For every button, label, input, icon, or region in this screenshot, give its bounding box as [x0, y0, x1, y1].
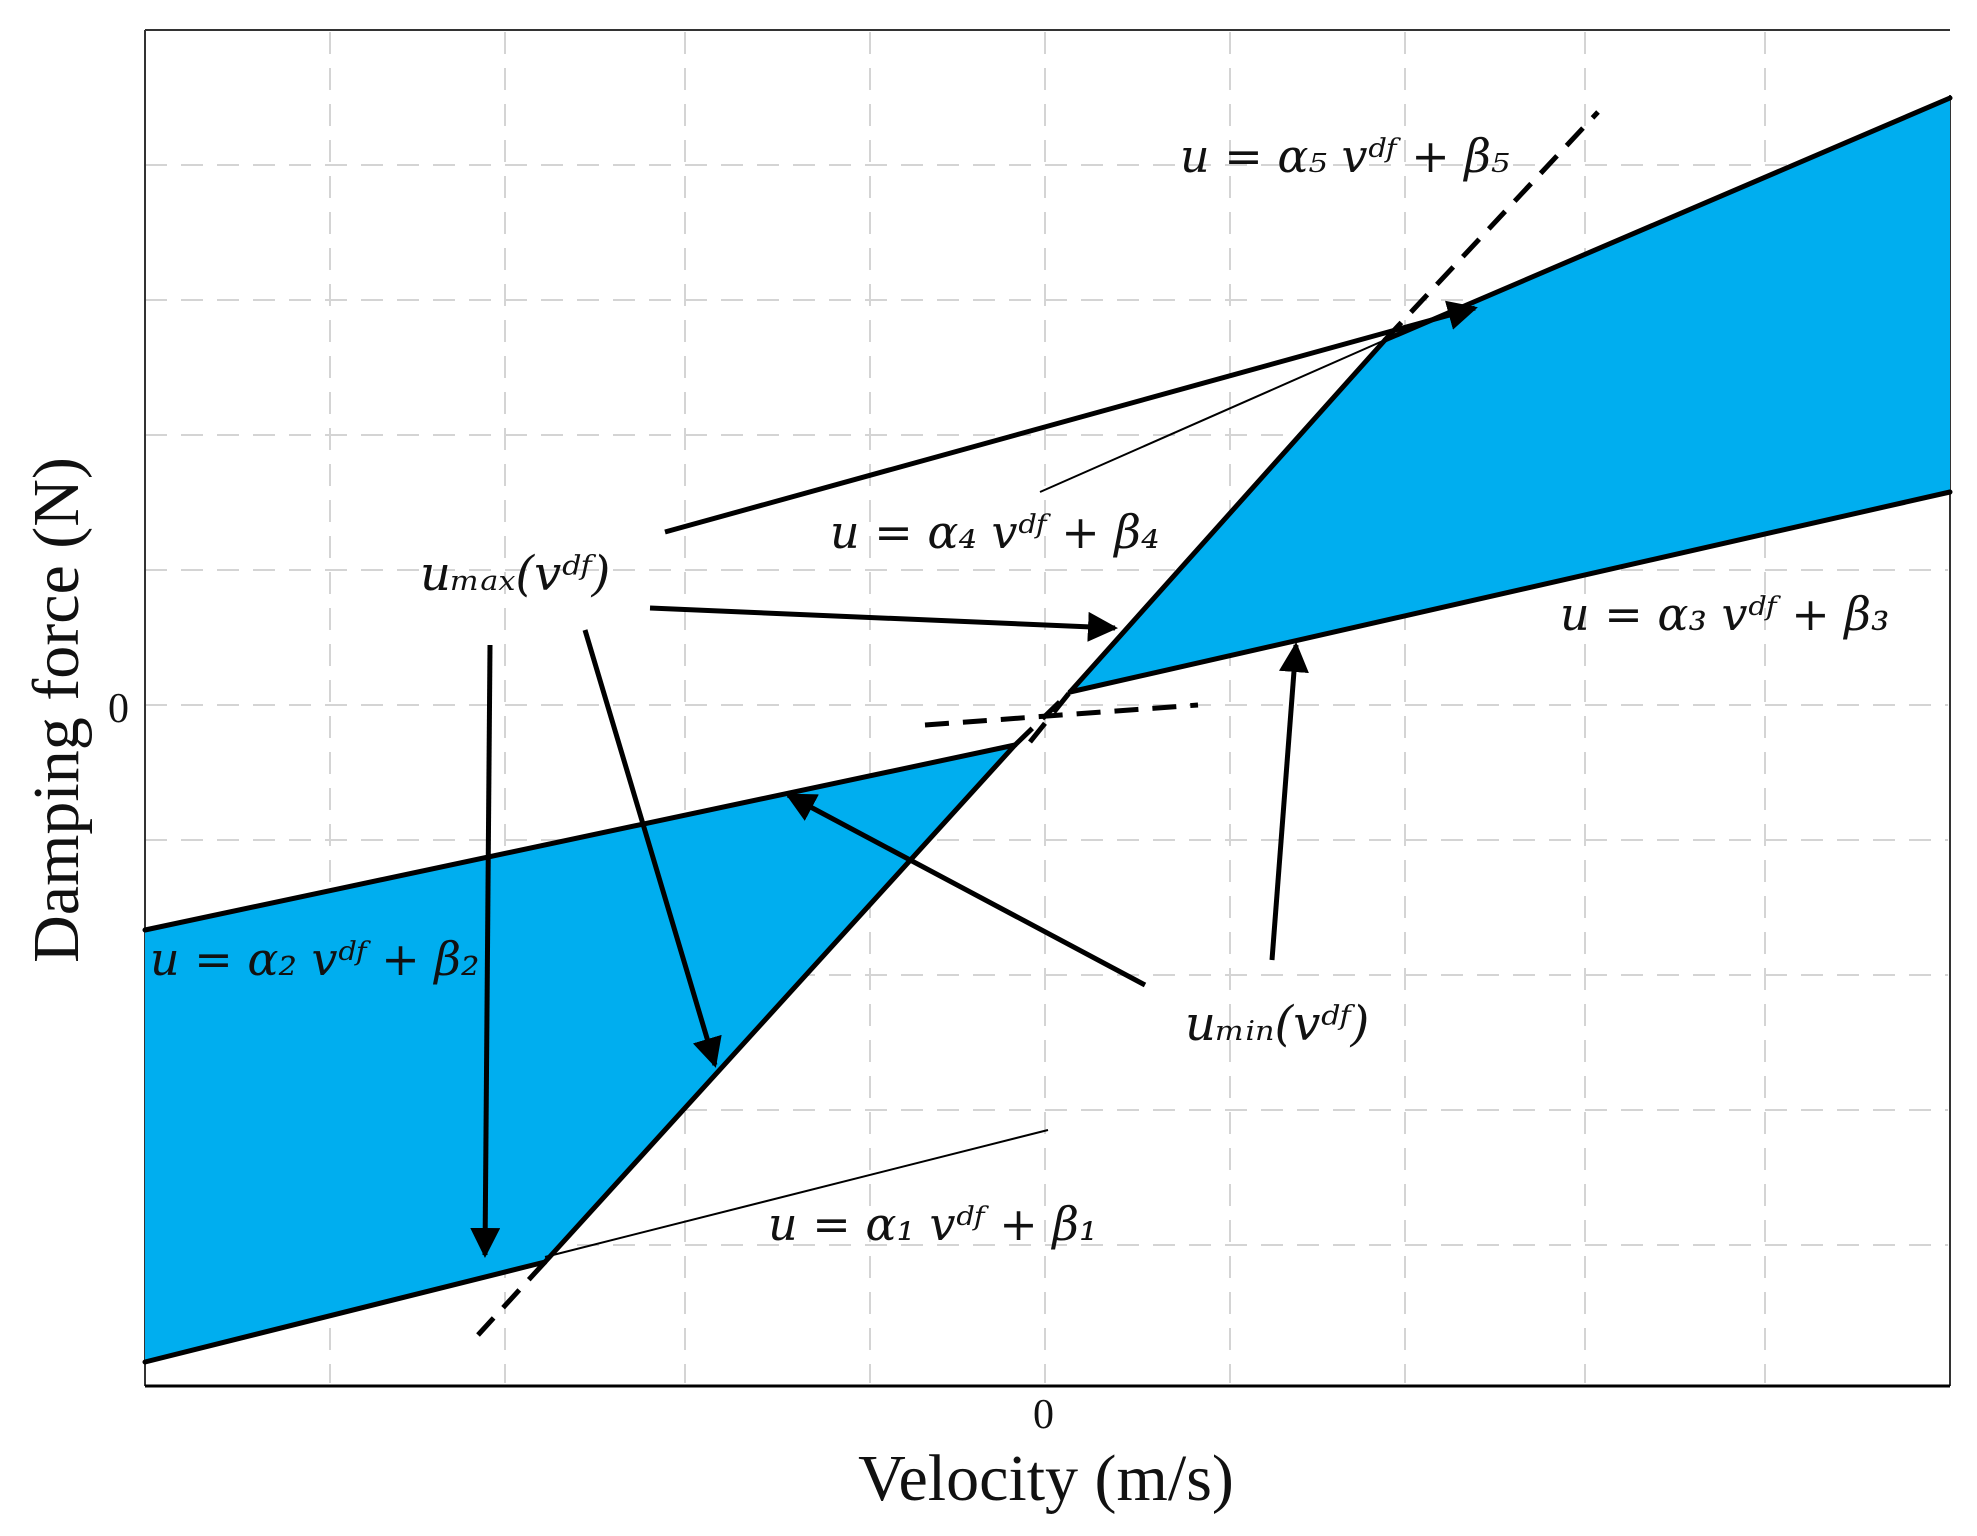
eq2-label: u = α₂ vᵈᶠ + β₂ — [150, 932, 479, 986]
arrow-umax-down-left — [470, 644, 501, 1258]
eq4-label: u = α₄ vᵈᶠ + β₄ — [830, 505, 1159, 559]
line-alpha-lower-steep — [542, 742, 1018, 1265]
dash-alpha1 — [476, 1260, 547, 1337]
dashed-extensions — [476, 110, 1600, 1337]
leader-lines — [544, 339, 1386, 1258]
annotation-arrows — [470, 300, 1478, 1258]
arrow-umin-to-upper — [1269, 642, 1309, 961]
arrow-umax-down-mid — [582, 629, 722, 1068]
y-axis-title: Damping force (N) — [20, 457, 93, 963]
y-zero-tick: 0 — [108, 686, 129, 732]
eq3-label: u = α₃ vᵈᶠ + β₃ — [1560, 587, 1889, 641]
line-alpha5-upper — [1382, 95, 1953, 343]
x-zero-tick: 0 — [1033, 1392, 1054, 1438]
leader-eq4 — [1039, 339, 1386, 493]
umax-label: uₘₐₓ(vᵈᶠ) — [420, 546, 610, 602]
line-alpha3 — [1067, 489, 1953, 695]
arrow-umax-to-top — [664, 300, 1478, 535]
line-alpha1 — [142, 1259, 548, 1365]
upper-feasible-region — [1070, 98, 1950, 692]
arrow-umax-to-steep — [649, 605, 1118, 642]
eq1-label: u = α₁ vᵈᶠ + β₁ — [768, 1197, 1097, 1251]
x-axis-title: Velocity (m/s) — [858, 1442, 1234, 1515]
dash-alpha5 — [1383, 110, 1600, 342]
line-alpha4 — [1067, 337, 1388, 695]
line-alpha2 — [142, 742, 1018, 933]
dash-center-b — [1028, 690, 1072, 744]
dash-center-a — [924, 702, 1199, 728]
arrow-umin-to-lower — [785, 792, 1147, 988]
lower-feasible-region — [145, 745, 1015, 1362]
leader-eq1 — [544, 1129, 1049, 1258]
boundary-lines — [142, 95, 1953, 1365]
eq5-label: u = α₅ vᵈᶠ + β₅ — [1180, 129, 1509, 183]
umin-label: uₘᵢₙ(vᵈᶠ) — [1185, 996, 1369, 1052]
